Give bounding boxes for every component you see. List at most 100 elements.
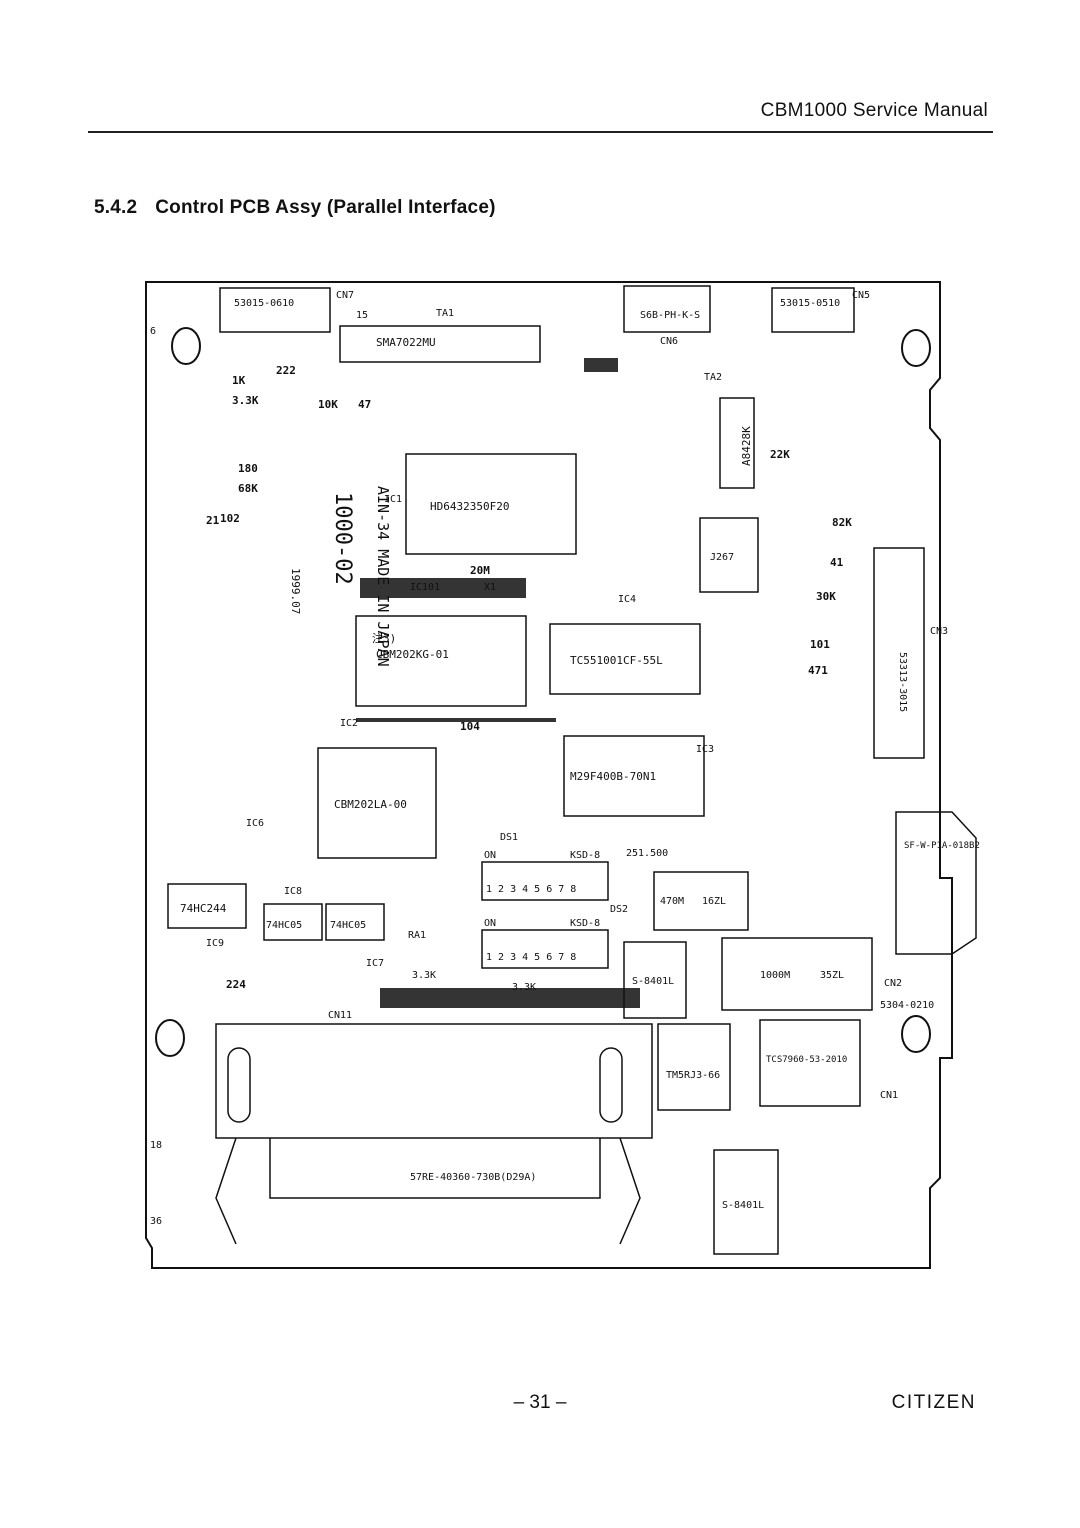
pin-36: 36 <box>150 1216 162 1227</box>
chip-ic6 <box>317 747 437 859</box>
ic8-label: IC8 <box>284 886 302 897</box>
chip-ic2 <box>355 615 527 707</box>
section-title: 5.4.2 Control PCB Assy (Parallel Interfac… <box>94 197 496 219</box>
chip-ta2 <box>719 397 755 489</box>
cap-470m <box>653 871 749 931</box>
chip-j267 <box>699 517 759 593</box>
ds2-dip-part: KSD-8 <box>570 918 600 929</box>
ic6-label: IC6 <box>246 818 264 829</box>
label-68k: 68K <box>238 482 258 495</box>
ra2-value: 3.3K <box>512 982 536 993</box>
ta2-label: TA2 <box>704 372 722 383</box>
ds1-dip-numbers: 1 2 3 4 5 6 7 8 <box>486 884 576 895</box>
page-number: – 31 – <box>513 1392 567 1413</box>
label-471: 471 <box>808 664 828 677</box>
ic5-regulator <box>623 941 687 1019</box>
ic8-part: 74HC05 <box>266 920 302 931</box>
label-3.3k: 3.3K <box>232 394 259 407</box>
cap-1000m <box>721 937 873 1011</box>
ta1-part: SMA7022MU <box>376 336 436 349</box>
cap-1000m-voltage: 35ZL <box>820 970 844 981</box>
chip-ic4 <box>549 623 701 695</box>
label-222: 222 <box>276 364 296 377</box>
ra1-value: 3.3K <box>412 970 436 981</box>
header-title: CBM1000 Service Manual <box>760 100 988 121</box>
ds1-label: DS1 <box>500 832 518 843</box>
x1-label: X1 <box>484 582 496 593</box>
connector-cn11 <box>215 1023 653 1139</box>
chip-ic9 <box>167 883 247 929</box>
cn3-part: 53313-3015 <box>897 652 908 712</box>
buzzer-part: TCS7960-53-2010 <box>766 1055 847 1065</box>
ds1-dip-part: KSD-8 <box>570 850 600 861</box>
section-title-text: Control PCB Assy (Parallel Interface) <box>155 197 496 218</box>
label-20m: 20M <box>470 564 490 577</box>
ic4-part: TC551001CF-55L <box>570 654 663 667</box>
label-1k: 1K <box>232 374 246 387</box>
ds2-dip-numbers: 1 2 3 4 5 6 7 8 <box>486 952 576 963</box>
connector-cn1 <box>657 1023 731 1111</box>
ic7-part: 74HC05 <box>330 920 366 931</box>
label-10k: 10K <box>318 398 338 411</box>
buzzer <box>759 1019 861 1107</box>
label-224: 224 <box>226 978 246 991</box>
label-82k: 82K <box>832 516 852 529</box>
cn5-label: CN5 <box>852 290 870 301</box>
pin-18: 18 <box>150 1140 162 1151</box>
chip-ic3 <box>563 735 705 817</box>
ic3-label: IC3 <box>696 744 714 755</box>
ta1-label: TA1 <box>436 308 454 319</box>
ic1-label: IC1 <box>384 494 402 505</box>
ic5-part: S-8401L <box>632 976 674 987</box>
chip-ic1 <box>405 453 577 555</box>
dip-switch-ds1 <box>481 861 609 901</box>
ic7-label: IC7 <box>366 958 384 969</box>
connector-cn11-hole <box>599 1047 623 1123</box>
label-21: 21 <box>206 514 220 527</box>
connector-cn6 <box>623 285 711 333</box>
cn2-part: 5304-0210 <box>880 1000 934 1011</box>
cn6-part: S6B-PH-K-S <box>640 310 700 321</box>
pin-6: 6 <box>150 326 156 337</box>
cn2-label: CN2 <box>884 978 902 989</box>
ta2-part: A8428K <box>740 426 753 466</box>
ic2-label: IC2 <box>340 718 358 729</box>
mount-hole <box>901 1015 931 1053</box>
mount-hole <box>901 329 931 367</box>
ds1-dip-on: ON <box>484 850 496 861</box>
fuse-value: 251.500 <box>626 848 668 859</box>
ic9-part: 74HC244 <box>180 902 227 915</box>
ffc-cable <box>895 811 977 955</box>
ffc-part: SF-W-P1A-018B2 <box>904 841 980 851</box>
ic5-detail <box>713 1149 779 1255</box>
label-102: 102 <box>220 512 240 525</box>
mount-hole <box>171 327 201 365</box>
cn7-label: CN7 <box>336 290 354 301</box>
ic9-label: IC9 <box>206 938 224 949</box>
label-104: 104 <box>460 720 480 733</box>
cn7-part: 53015-0610 <box>234 298 294 309</box>
label-30k: 30K <box>816 590 836 603</box>
ds2-dip-on: ON <box>484 918 496 929</box>
ic1-part: HD6432350F20 <box>430 500 509 513</box>
chip-ic7 <box>325 903 385 941</box>
cn11-part: 57RE-40360-730B(D29A) <box>410 1172 536 1183</box>
pin-15: 15 <box>356 310 368 321</box>
ra1-label: RA1 <box>408 930 426 941</box>
cn6-label: CN6 <box>660 336 678 347</box>
pcb-diagram: 53015-0610 CN7 53015-0510 CN5 S6B-PH-K-S… <box>145 281 980 1269</box>
label-180: 180 <box>238 462 258 475</box>
connector-cn7 <box>219 287 331 333</box>
j267-label: J267 <box>710 552 734 563</box>
tm-part: TM5RJ3-66 <box>666 1070 720 1081</box>
cn1-label: CN1 <box>880 1090 898 1101</box>
chip-ic8 <box>263 903 323 941</box>
board-date: 1999.07 <box>289 568 302 614</box>
cn3-label: CN3 <box>930 626 948 637</box>
ic5-detail-part: S-8401L <box>722 1200 764 1211</box>
chip-ta1 <box>339 325 541 363</box>
ic4-label: IC4 <box>618 594 636 605</box>
label-41: 41 <box>830 556 844 569</box>
ic2-note: 注3) <box>372 631 396 645</box>
section-number: 5.4.2 <box>94 197 138 218</box>
